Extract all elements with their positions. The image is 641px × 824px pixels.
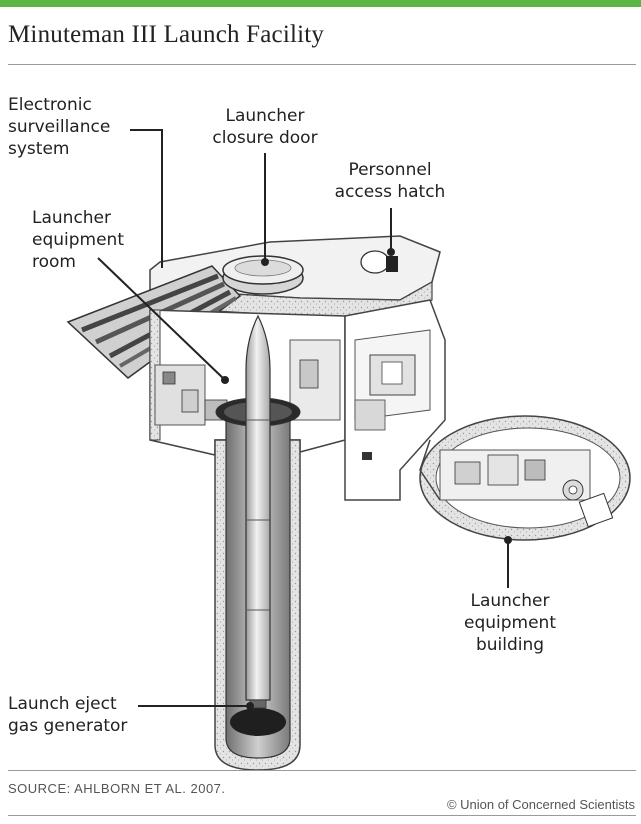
- top-accent-bar: [0, 0, 641, 7]
- label-access-hatch: Personnel access hatch: [334, 160, 446, 202]
- label-equipment-room: Launcher equipment room: [32, 208, 124, 272]
- label-equipment-building: Launcher equipment building: [464, 591, 556, 655]
- label-closure-door: Launcher closure door: [212, 106, 318, 148]
- label-gas-generator: Launch eject gas generator: [8, 694, 128, 736]
- page-title: Minuteman III Launch Facility: [8, 21, 325, 48]
- personnel-hatch: [360, 250, 398, 274]
- leader-dots: [221, 248, 512, 710]
- bottom-divider: [8, 815, 636, 816]
- title-divider: [8, 64, 636, 65]
- support-structure: [344, 299, 446, 501]
- copyright-credit: © Union of Concerned Scientists: [446, 797, 635, 812]
- missile: [245, 314, 271, 709]
- label-electronic-surveillance: Electronic surveillance system: [8, 95, 111, 159]
- leader-line-equipment-room: [97, 257, 226, 381]
- source-note: SOURCE: AHLBORN ET AL. 2007.: [8, 781, 226, 796]
- leader-lines: [97, 129, 509, 707]
- leader-line-surveillance: [130, 129, 163, 268]
- equipment-building-capsule: [419, 415, 631, 541]
- footer-divider: [8, 770, 636, 771]
